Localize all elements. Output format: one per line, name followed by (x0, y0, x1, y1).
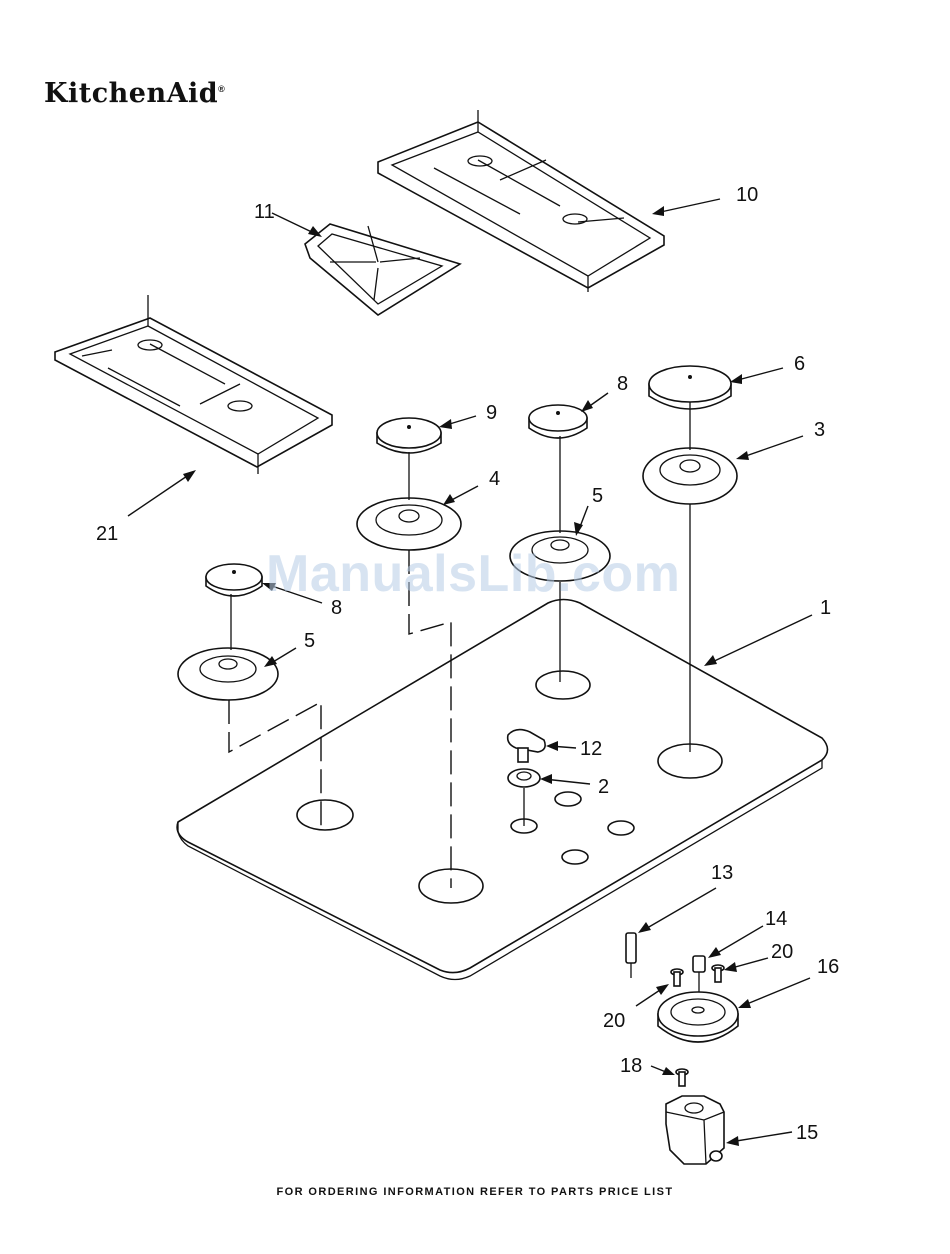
callout-6: 6 (794, 353, 805, 375)
valve (666, 1096, 724, 1164)
callout-8-rear: 8 (617, 373, 628, 395)
callout-12: 12 (580, 738, 602, 760)
callout-14: 14 (765, 908, 787, 930)
screw-left (671, 969, 683, 986)
bezel (508, 769, 540, 787)
grate-left (55, 295, 332, 474)
callout-15: 15 (796, 1122, 818, 1144)
callout-9: 9 (486, 402, 497, 424)
callout-2: 2 (598, 776, 609, 798)
burner-base (658, 992, 738, 1042)
callout-20-left: 20 (603, 1010, 625, 1032)
callout-18: 18 (620, 1055, 642, 1077)
watermark: ManualsLib.com (266, 544, 680, 604)
grate-center (305, 224, 460, 315)
callout-4: 4 (489, 468, 500, 490)
cap-front-small (206, 564, 262, 596)
head-front-small (178, 648, 278, 700)
callout-13: 13 (711, 862, 733, 884)
callout-10: 10 (736, 184, 758, 206)
cap-rear-small (529, 405, 587, 438)
callout-16: 16 (817, 956, 839, 978)
callout-21: 21 (96, 523, 118, 545)
screw-right (712, 965, 724, 982)
screw-valve (676, 1069, 688, 1086)
cooktop-panel (177, 600, 827, 980)
callout-20-right: 20 (771, 941, 793, 963)
electrode (626, 933, 636, 978)
callout-1: 1 (820, 597, 831, 619)
callout-3: 3 (814, 419, 825, 441)
head-right-large (643, 448, 737, 504)
ordering-footer: FOR ORDERING INFORMATION REFER TO PARTS … (0, 1186, 950, 1198)
callout-5-rear: 5 (592, 485, 603, 507)
callout-11: 11 (254, 201, 275, 223)
cap-center-medium (377, 418, 441, 453)
head-center-medium (357, 498, 461, 550)
callout-5-front: 5 (304, 630, 315, 652)
